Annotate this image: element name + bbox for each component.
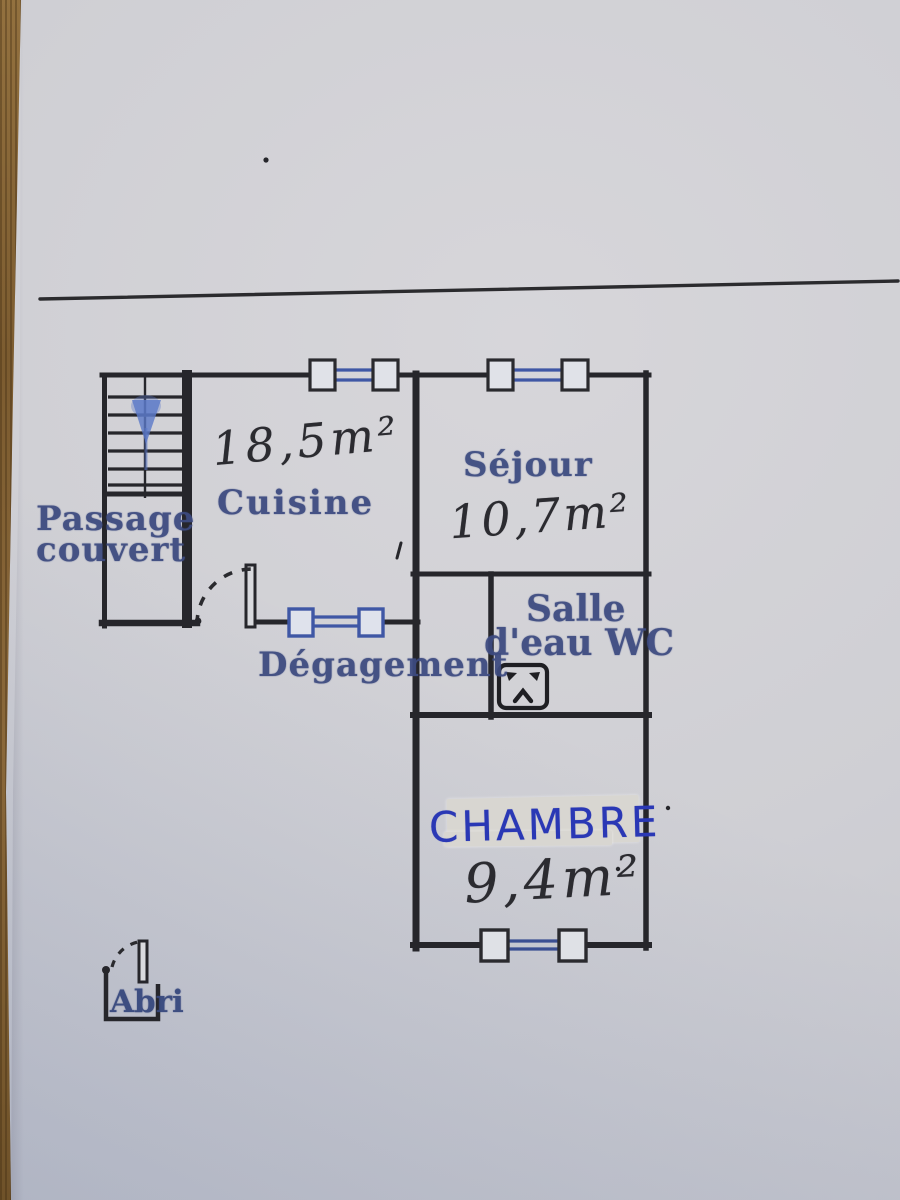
chambre-area-value: 9,4m² — [462, 843, 645, 916]
washbasin-icon — [496, 662, 550, 711]
window-icon — [287, 607, 385, 638]
passage-label-line1: Passage — [36, 499, 196, 539]
ink-specks — [263, 157, 671, 872]
stair-direction-arrow-icon — [131, 395, 161, 470]
salle-eau-label-line1: Salle — [526, 588, 626, 630]
staircase — [105, 377, 186, 498]
window-icon — [486, 358, 590, 392]
room-label-sejour: Séjour — [463, 445, 593, 485]
room-label-passage-couvert: Passage couvert — [36, 499, 196, 570]
room-label-degagement: Dégagement — [258, 645, 509, 685]
window-icon — [308, 358, 400, 392]
room-label-abri: Abri — [110, 984, 184, 1020]
abri-outline — [102, 939, 161, 1022]
room-label-cuisine: Cuisine — [217, 483, 375, 523]
walls — [98, 370, 652, 952]
window-icon — [479, 928, 588, 963]
door-swing-icon — [194, 563, 257, 629]
passage-label-line2: couvert — [36, 530, 187, 570]
separator-line — [38, 279, 900, 301]
salle-eau-label-line2: d'eau WC — [484, 622, 675, 664]
